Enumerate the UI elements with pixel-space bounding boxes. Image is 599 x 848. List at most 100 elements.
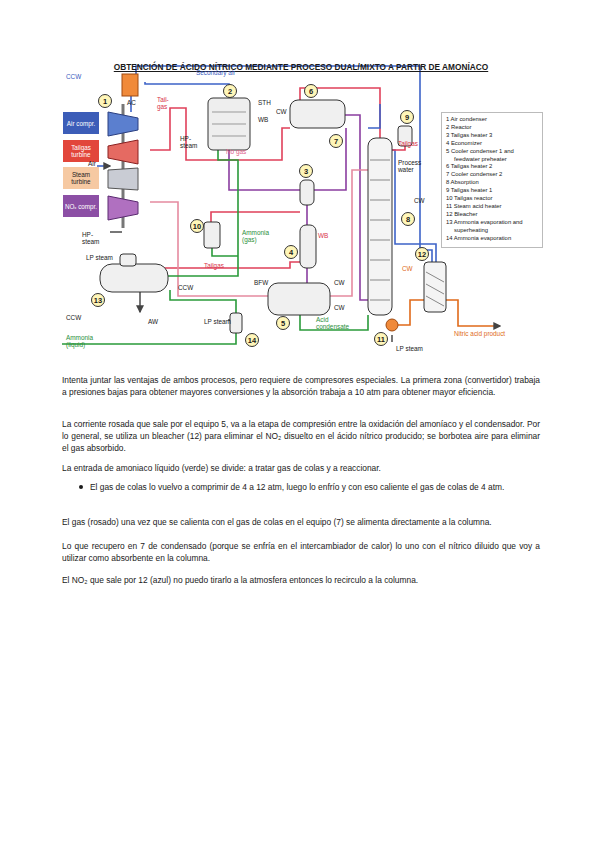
stream-label: LP steam: [396, 345, 423, 352]
machine-label-box: Steam turbine: [63, 167, 99, 189]
key-entry: 13 Ammonia evaporation and superheating: [446, 219, 539, 235]
ammonia-pipe: [168, 150, 238, 276]
acid-pump: [386, 319, 398, 331]
node-text: 10: [193, 222, 201, 231]
node-text: 4: [289, 248, 293, 257]
stream-label: CW: [334, 304, 345, 311]
tailgas-pipe: [160, 262, 300, 268]
key-entry: 4 Economizer: [446, 140, 539, 148]
callout-number: 6: [304, 84, 318, 98]
node-text: 9: [405, 113, 409, 122]
stream-label: LP steam: [204, 318, 231, 325]
stream-label: Ammonia (liquid): [66, 334, 106, 348]
stream-label: Ammonia (gas): [242, 229, 282, 243]
stream-label: LP steam: [86, 254, 113, 261]
pipe-group: [62, 66, 500, 344]
callout-number: 8: [401, 212, 415, 226]
ammonia-evaporator: [230, 313, 242, 333]
callout-number: 14: [245, 333, 259, 347]
callout-number: 13: [91, 293, 105, 307]
tailgas-reactor: [204, 222, 220, 248]
node-text: Tailgas turbine: [64, 144, 98, 158]
key-entry: 10 Tailgas reactor: [446, 195, 539, 203]
node-text: 7: [334, 137, 338, 146]
stream-label: HP-steam: [180, 135, 206, 149]
evaporator-dome: [120, 254, 136, 266]
node-text: 13: [94, 296, 102, 305]
node-text: 1: [103, 97, 107, 106]
key-entry: 11 Steam acid heater: [446, 203, 539, 211]
stream-label: Tailgas: [398, 140, 418, 147]
machine-label-box: NOₓ compr.: [63, 195, 99, 217]
stream-label: HP-steam: [82, 231, 110, 245]
stream-label: CCW: [178, 284, 193, 291]
reactor: [208, 98, 250, 150]
stream-label: CCW: [66, 73, 81, 80]
callout-number: 1: [98, 94, 112, 108]
ammonia-pipe: [170, 290, 236, 313]
stream-label: CCW: [66, 314, 81, 321]
drain-pipe: [139, 292, 141, 312]
node-text: 14: [248, 336, 256, 345]
body-paragraph: La corriente rosada que sale por el equi…: [62, 418, 540, 454]
stream-label: WB: [318, 232, 328, 239]
ammonia-evaporator: [100, 264, 168, 292]
gas-pipe: [330, 170, 368, 296]
gas-pipe: [314, 128, 346, 190]
stream-label: Air: [88, 160, 96, 167]
product-pipe: [446, 300, 500, 326]
column-trays: [370, 160, 390, 300]
machine-label-box: Tailgas turbine: [63, 140, 99, 162]
steam-pipe: [110, 231, 122, 233]
callout-number: 3: [299, 164, 313, 178]
machine-label-box: Air compr.: [63, 112, 99, 134]
nox-compressor: [108, 196, 138, 220]
node-text: 2: [228, 87, 232, 96]
cooler-condenser: [268, 283, 330, 315]
callout-number: 11: [374, 332, 388, 346]
node-text: 12: [418, 250, 426, 259]
node-text: Steam turbine: [64, 171, 98, 185]
steam-pipe: [391, 335, 393, 342]
key-entry: 9 Tailgas heater 1: [446, 187, 539, 195]
equipment-key-box: 1 Air condenser2 Reactor3 Tailgas heater…: [441, 112, 543, 248]
steam-turbine: [108, 168, 138, 190]
stream-label: AC: [127, 99, 136, 106]
stream-label: AW: [148, 318, 158, 325]
stream-label: CW: [414, 197, 425, 204]
absorption-column: [368, 138, 392, 315]
bleacher: [424, 262, 446, 312]
key-entry: 12 Bleacher: [446, 211, 539, 219]
gas-pipe: [345, 115, 368, 300]
body-paragraph: El gas (rosado) una vez que se calienta …: [62, 516, 540, 528]
key-entry: 5 Cooler condenser 1 and feedwater prehe…: [446, 148, 539, 164]
body-paragraph: Intenta juntar las ventajas de ambos pro…: [62, 374, 540, 398]
body-paragraph: El gas de colas lo vuelvo a comprimir de…: [90, 481, 540, 493]
body-paragraph: Lo que recupero en 7 de condensado (porq…: [62, 540, 540, 564]
tailgas-heater: [300, 180, 314, 205]
stream-label: Secondary air: [196, 69, 235, 76]
stream-label: CW: [276, 108, 287, 115]
key-entry: 2 Reactor: [446, 124, 539, 132]
stream-label: Tail-gas: [157, 96, 177, 110]
acid-pipe: [398, 300, 424, 325]
reactor-gauze: [212, 112, 246, 136]
tailgas-pipe: [211, 212, 300, 222]
callout-number: 2: [223, 84, 237, 98]
gas-pipe: [229, 150, 300, 190]
stream-label: Nitric acid product: [454, 330, 506, 337]
node-text: 8: [406, 215, 410, 224]
stream-label: BFW: [254, 279, 268, 286]
node-text: NOₓ compr.: [65, 203, 97, 210]
callout-number: 10: [190, 219, 204, 233]
key-entry: 6 Tailgas heater 2: [446, 163, 539, 171]
node-text: 11: [377, 335, 385, 344]
air-condenser: [122, 74, 138, 96]
node-text: 3: [304, 167, 308, 176]
callout-number: 9: [400, 110, 414, 124]
stream-label: Tailgas: [204, 262, 224, 269]
ammonia-pipe: [212, 248, 238, 256]
bullet-dot: [79, 485, 83, 489]
callout-number: 4: [284, 245, 298, 259]
